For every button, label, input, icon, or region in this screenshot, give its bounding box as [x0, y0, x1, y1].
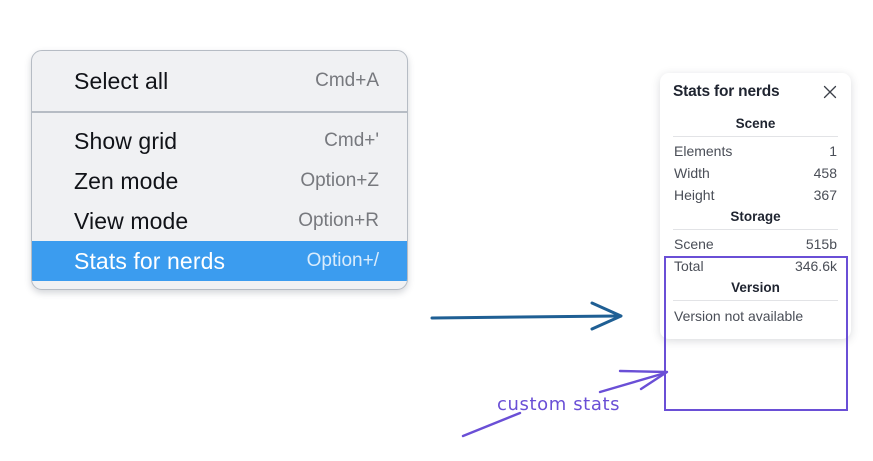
menu-item-label: View mode [74, 207, 189, 234]
menu-item-select-all[interactable]: Select all Cmd+A [32, 61, 407, 101]
flow-arrow-icon [430, 301, 623, 331]
stat-key: Elements [674, 143, 733, 159]
menu-item-zen-mode[interactable]: Zen mode Option+Z [32, 161, 407, 201]
section-divider [673, 136, 838, 137]
stat-row: Elements 1 [673, 140, 838, 162]
stat-value: 367 [813, 187, 837, 203]
menu-item-shortcut: Option+/ [306, 250, 379, 271]
section-heading-version: Version [731, 280, 780, 295]
menu-item-label: Show grid [74, 127, 178, 154]
panel-header: Stats for nerds [673, 83, 838, 101]
stat-row: Height 367 [673, 184, 838, 206]
stat-value: 515b [805, 236, 837, 252]
section-divider [673, 229, 838, 230]
callout-label: custom stats [497, 394, 621, 415]
menu-item-label: Stats for nerds [74, 247, 226, 274]
context-menu[interactable]: Select all Cmd+A Show grid Cmd+' Zen mod… [31, 50, 408, 290]
menu-group-1: Select all Cmd+A [32, 51, 407, 111]
stat-key: Height [674, 187, 715, 203]
menu-item-shortcut: Cmd+A [315, 70, 379, 91]
stat-value: 346.6k [794, 258, 837, 274]
section-heading-scene: Scene [735, 116, 776, 131]
section-divider [673, 300, 838, 301]
menu-item-shortcut: Option+R [298, 210, 379, 231]
stat-row: Width 458 [673, 162, 838, 184]
panel-title: Stats for nerds [673, 83, 780, 100]
menu-group-2: Show grid Cmd+' Zen mode Option+Z View m… [32, 113, 407, 289]
stat-value: 458 [813, 165, 837, 181]
stat-key: Total [674, 258, 704, 274]
menu-item-shortcut: Cmd+' [324, 130, 379, 151]
stat-row: Scene 515b [673, 233, 838, 255]
menu-separator [32, 111, 407, 113]
menu-item-show-grid[interactable]: Show grid Cmd+' [32, 121, 407, 161]
stat-key: Width [674, 165, 710, 181]
menu-item-stats-for-nerds[interactable]: Stats for nerds Option+/ [32, 241, 407, 281]
stat-row: Total 346.6k [673, 255, 838, 277]
section-heading-storage: Storage [730, 209, 781, 224]
menu-item-shortcut: Option+Z [300, 170, 379, 191]
callout-arrow-icon [598, 369, 669, 394]
stats-for-nerds-panel: Stats for nerds Scene Elements 1 Width 4… [660, 73, 851, 339]
menu-item-view-mode[interactable]: View mode Option+R [32, 201, 407, 241]
menu-item-label: Zen mode [74, 167, 179, 194]
stat-value: 1 [829, 143, 837, 159]
callout-underline-stroke [461, 411, 522, 438]
stat-key: Scene [674, 236, 714, 252]
version-note: Version not available [674, 308, 804, 324]
close-icon[interactable] [822, 84, 838, 100]
menu-item-label: Select all [74, 67, 169, 94]
